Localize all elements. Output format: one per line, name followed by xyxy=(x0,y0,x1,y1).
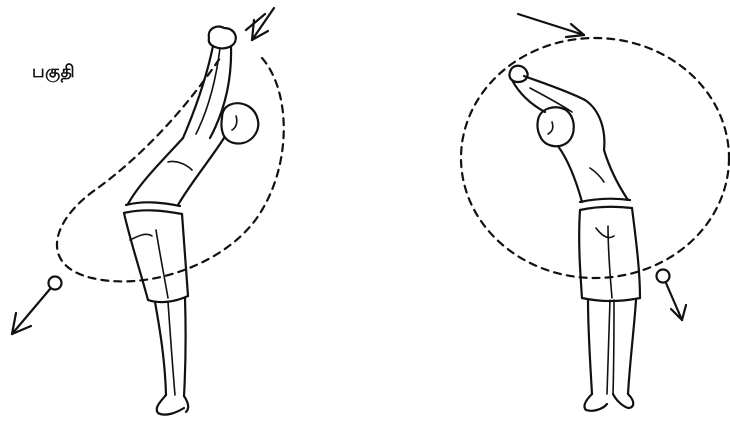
right-figure xyxy=(461,14,729,411)
right-bottom-arrow xyxy=(657,270,687,321)
left-motion-path xyxy=(57,58,284,281)
right-top-arrow xyxy=(518,14,584,37)
left-figure xyxy=(12,8,284,415)
right-motion-path xyxy=(461,38,729,278)
left-top-arrow xyxy=(246,8,274,40)
left-bottom-arrow xyxy=(12,277,62,335)
